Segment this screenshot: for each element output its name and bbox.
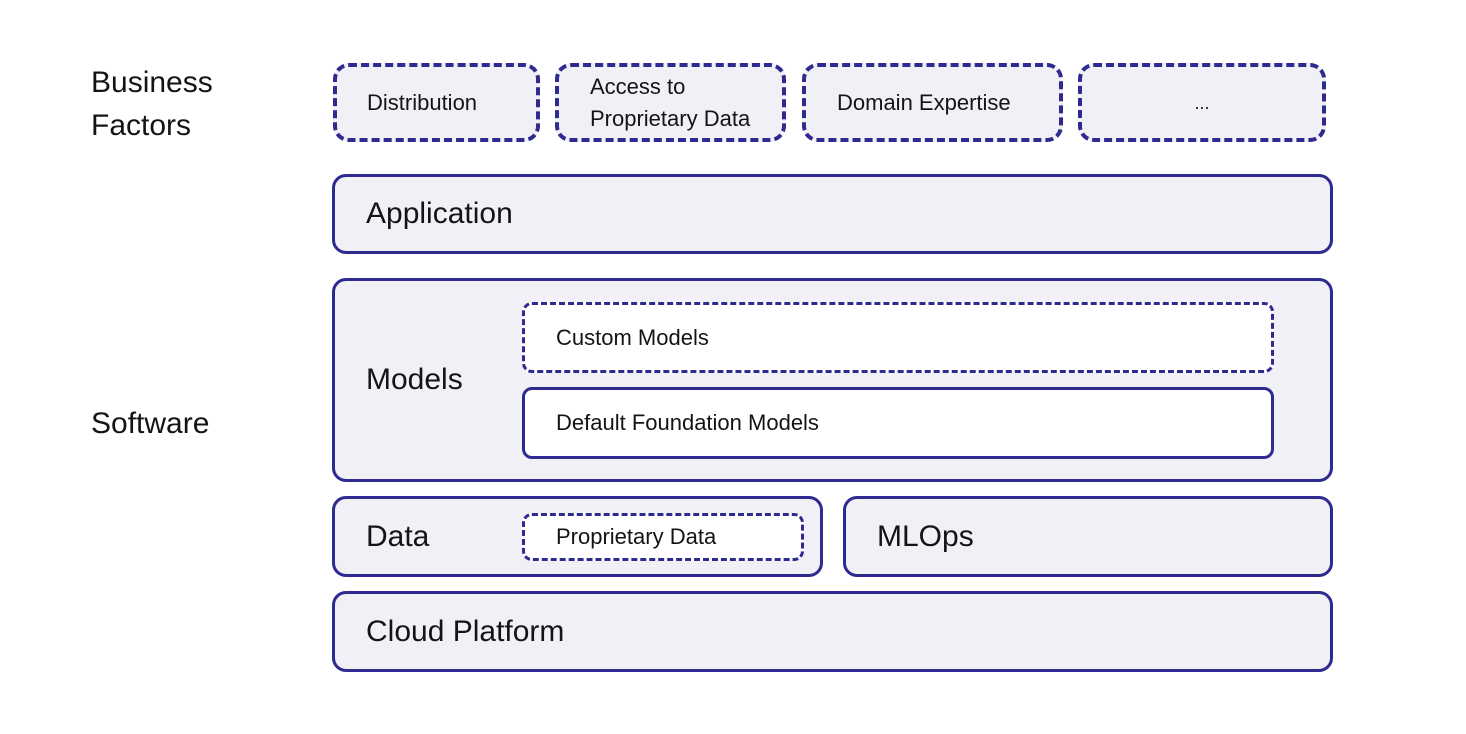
data-label: Data (366, 519, 430, 553)
cloud-platform-layer: Cloud Platform (332, 591, 1333, 672)
mlops-label: MLOps (877, 519, 974, 553)
business-factor-label: Distribution (367, 89, 478, 115)
application-label: Application (366, 197, 513, 230)
business-factor-label: Access to Proprietary Data (590, 71, 750, 135)
proprietary-data-box: Proprietary Data (522, 513, 804, 561)
cloud-platform-label: Cloud Platform (366, 614, 565, 648)
business-factors-label-line-2: Factors (91, 109, 192, 142)
business-factor-distribution: Distribution (333, 63, 540, 142)
business-factor-proprietary-data-access: Access to Proprietary Data (555, 63, 786, 142)
business-factor-label-line-2: Proprietary Data (590, 105, 751, 131)
custom-models-box: Custom Models (522, 302, 1274, 373)
business-factors-label: Business Factors (91, 61, 213, 147)
mlops-layer: MLOps (843, 496, 1333, 577)
business-factor-domain-expertise: Domain Expertise (802, 63, 1063, 142)
default-foundation-models-box: Default Foundation Models (522, 387, 1274, 459)
software-label: Software (91, 407, 210, 440)
models-label: Models (366, 363, 463, 396)
default-foundation-models-label: Default Foundation Models (556, 410, 819, 435)
business-factors-label-line-1: Business (91, 66, 213, 99)
business-factor-label: Domain Expertise (837, 89, 1011, 115)
application-layer: Application (332, 174, 1333, 254)
business-factor-label: ... (1194, 92, 1210, 113)
business-factor-more: ... (1078, 63, 1326, 142)
custom-models-label: Custom Models (556, 324, 709, 350)
business-factor-label-line-1: Access to (590, 73, 686, 99)
proprietary-data-label: Proprietary Data (556, 524, 717, 549)
